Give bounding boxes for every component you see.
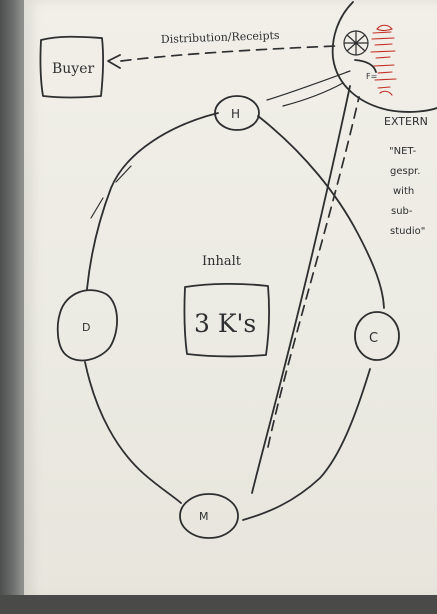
center-contents: Inhalt 3 K's — [183, 254, 270, 358]
center-box-text: 3 K's — [194, 309, 256, 338]
extern-note-line-4: sub- — [391, 206, 413, 217]
extern-note-line-5: studio" — [390, 226, 425, 237]
bottom-node: M — [179, 493, 239, 539]
external-system: F= — [331, 1, 437, 113]
right-node: C — [354, 311, 400, 361]
red-annotations — [370, 24, 397, 96]
extern-note: EXTERN "NET- gespr. with sub- studio" — [384, 115, 428, 237]
left-node: D — [56, 289, 118, 362]
distribution-arrow: Distribution/Receipts — [107, 29, 337, 69]
whiteboard — [24, 0, 437, 600]
network-edges — [84, 70, 385, 521]
right-node-label: C — [369, 331, 378, 346]
svg-text:F=: F= — [366, 72, 377, 81]
top-node: H — [214, 95, 260, 131]
extern-note-line-2: gespr. — [390, 166, 420, 177]
bottom-node-label: M — [199, 510, 209, 523]
extern-note-line-3: with — [393, 186, 414, 197]
left-node-label: D — [82, 321, 90, 334]
center-title: Inhalt — [202, 254, 242, 269]
top-node-label: H — [231, 107, 240, 121]
buyer-node: Buyer — [39, 35, 104, 99]
distribution-label: Distribution/Receipts — [161, 29, 280, 46]
extern-note-title: EXTERN — [384, 115, 428, 128]
buyer-label: Buyer — [52, 61, 94, 77]
floor-strip — [0, 595, 437, 614]
extern-note-line-1: "NET- — [389, 146, 417, 157]
